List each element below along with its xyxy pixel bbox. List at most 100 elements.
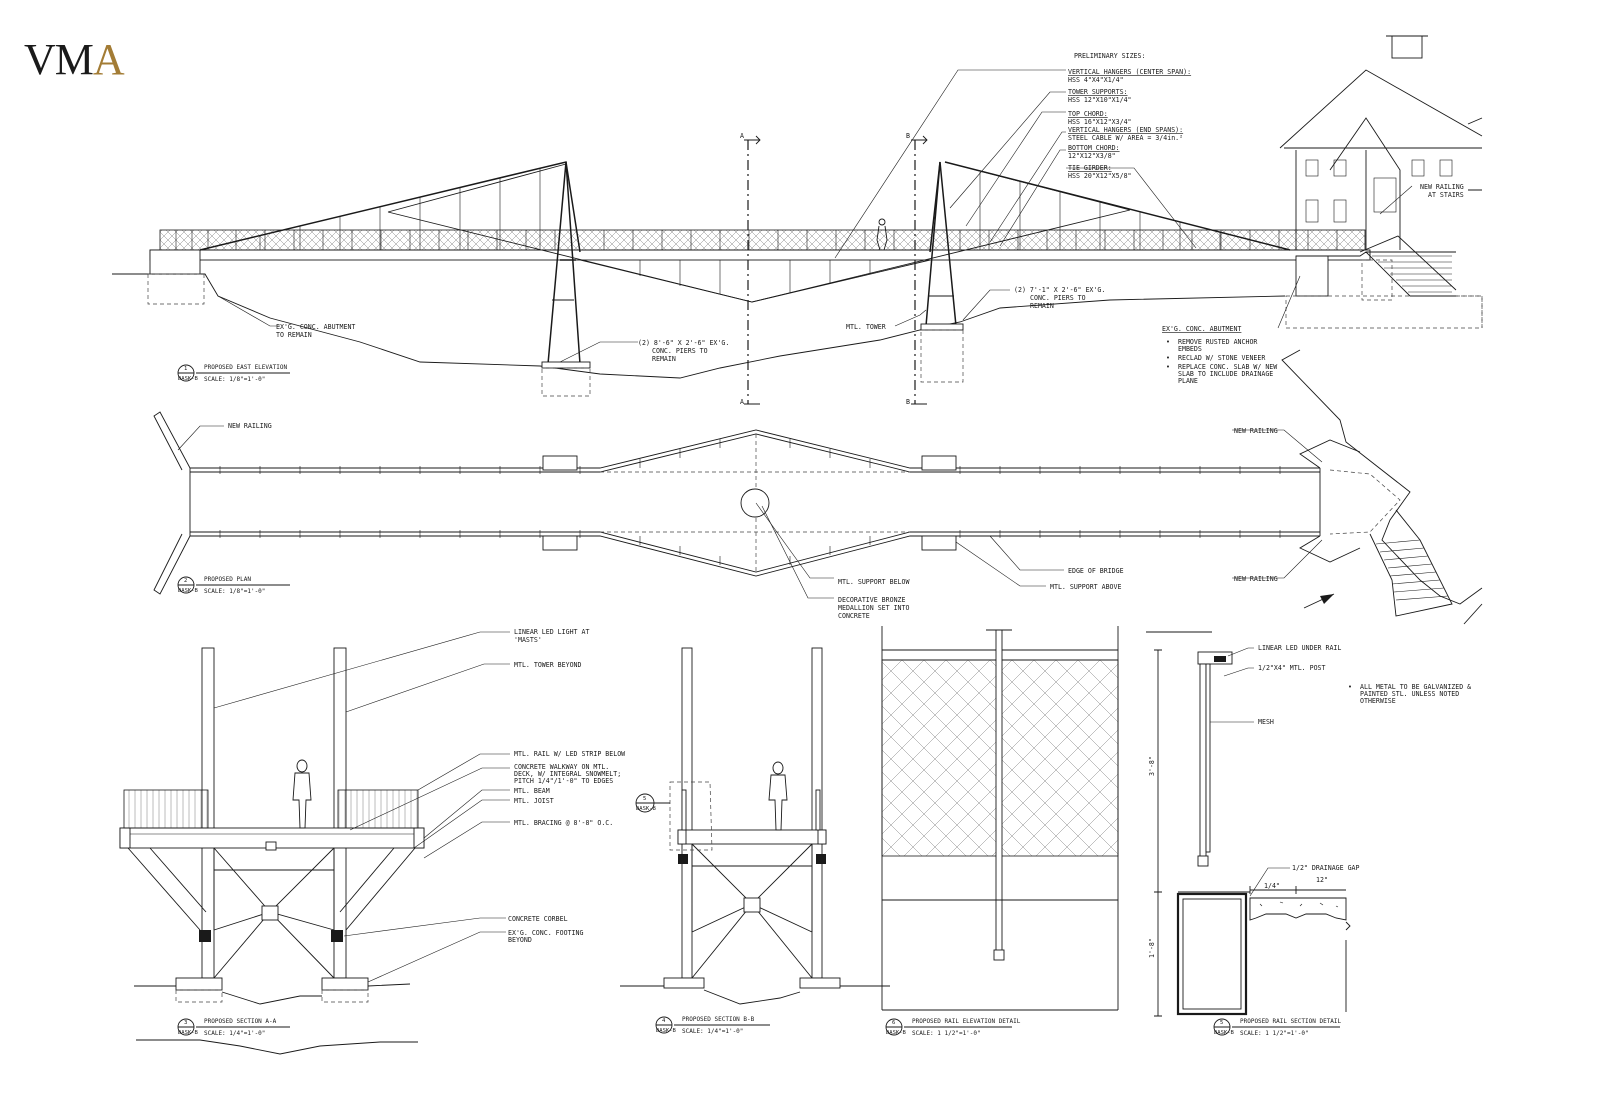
spec-vertical-hangers-end: STEEL CABLE W/ AREA = 3/4in.² (1068, 134, 1183, 142)
footing-left (175, 977, 223, 991)
logo-accent-letter: A (92, 35, 125, 84)
label-plan-railing-bottom: NEW RAILING (1234, 575, 1278, 583)
callout-tag-sheet: DASK-B (636, 806, 657, 812)
label-mtl-post: 1/2"X4" MTL. POST (1258, 664, 1326, 672)
title-block-4: 4 DASK-B PROPOSED SECTION B-B SCALE: 1/4… (655, 1016, 770, 1035)
label-plan-railing-left: NEW RAILING (228, 422, 272, 430)
svg-text:•: • (1166, 354, 1170, 362)
section-a-rail-left (123, 789, 209, 829)
label-drainage-gap: 1/2" DRAINAGE GAP (1292, 864, 1360, 872)
spec-head-vertical-hangers-center: VERTICAL HANGERS (CENTER SPAN): (1068, 68, 1191, 76)
note-slab-drainage: SLAB TO INCLUDE DRAINAGE (1178, 370, 1273, 378)
title-block-5: 5 DASK-B PROPOSED RAIL SECTION DETAIL SC… (1213, 1018, 1342, 1037)
scale-figure-section-b (768, 761, 788, 831)
title-block-2: 2 DASK-B PROPOSED PLAN SCALE: 1/8"=1'-0" (177, 576, 290, 595)
spec-top-chord: HSS 16"X12"X3/4" (1068, 118, 1132, 126)
concrete-slab-section (1249, 897, 1347, 921)
scale-figure-section-a (292, 759, 312, 829)
label-medallion-3: CONCRETE (838, 612, 870, 620)
support-pad-br (921, 535, 957, 551)
title-block-1: 1 DASK-B PROPOSED EAST ELEVATION SCALE: … (177, 364, 290, 383)
spec-head-tie-girder: TIE GIRDER: (1068, 164, 1112, 172)
note-reclad: RECLAD W/ STONE VENEER (1178, 354, 1265, 362)
label-support-above: MTL. SUPPORT ABOVE (1050, 583, 1121, 591)
plan-left-railing-bottom (153, 533, 191, 595)
label-edge-of-bridge: EDGE OF BRIDGE (1068, 567, 1124, 575)
rail-section-detail-view: 3'-8" 1'-8" 1/4" 12" LINEAR LED UNDER RA… (1146, 631, 1471, 1037)
corbel-right (331, 930, 343, 942)
title-2-number: 2 (184, 578, 187, 584)
title-block-3: 3 DASK-B PROPOSED SECTION A-A SCALE: 1/4… (177, 1018, 290, 1037)
scale-figure-elevation (876, 218, 888, 251)
title-5-scale: SCALE: 1 1/2"=1'-0" (1240, 1030, 1309, 1037)
general-note: • ALL METAL TO BE GALVANIZED & PAINTED S… (1348, 683, 1471, 705)
label-walkway-1: CONCRETE WALKWAY ON MTL. (514, 763, 609, 771)
label-abutment-right: EX'G. CONC. ABUTMENT (1162, 325, 1241, 333)
section-marker-b-top: B (906, 132, 910, 140)
label-piers-right-2: CONC. PIERS TO (1030, 294, 1086, 302)
title-5-number: 5 (1220, 1020, 1223, 1026)
label-footing-1: EX'G. CONC. FOOTING (508, 929, 583, 937)
plan-view: NEW RAILING NEW RAILING NEW RAILING MTL.… (153, 349, 1483, 625)
tower-right (925, 161, 957, 327)
spec-vertical-hangers-center: HSS 4"X4"X1/4" (1068, 76, 1124, 84)
title-block-6: 6 DASK-B PROPOSED RAIL ELEVATION DETAIL … (885, 1018, 1021, 1037)
plan-edge-top (190, 429, 1320, 469)
north-arrow-icon (1303, 593, 1335, 609)
label-mtl-beam: MTL. BEAM (514, 787, 550, 795)
label-mtl-bracing: MTL. BRACING @ 8'-8" O.C. (514, 819, 613, 827)
title-1-sheet: DASK-B (178, 376, 199, 382)
label-walkway-3: PITCH 1/4"/1'-0" TO EDGES (514, 777, 613, 785)
title-1-number: 1 (184, 366, 187, 372)
logo-text: VM (24, 35, 94, 84)
label-abutment-left-2: TO REMAIN (276, 331, 312, 339)
title-4-number: 4 (662, 1018, 666, 1024)
label-concrete-corbel: CONCRETE CORBEL (508, 915, 568, 923)
title-4-name: PROPOSED SECTION B-B (682, 1016, 755, 1023)
title-3-number: 3 (184, 1020, 187, 1026)
detail-callout-tag: 5 DASK-B (635, 793, 670, 813)
pier-left (541, 361, 591, 369)
title-5-name: PROPOSED RAIL SECTION DETAIL (1240, 1018, 1342, 1025)
label-mtl-tower: MTL. TOWER (846, 323, 886, 331)
spec-bottom-chord: 12"X12"X3/8" (1068, 152, 1116, 160)
label-piers-left-3: REMAIN (652, 355, 676, 363)
bottom-chord (579, 259, 931, 303)
note-galvanized-3: OTHERWISE (1360, 697, 1396, 705)
tie-girder-section (1176, 892, 1248, 1016)
title-2-scale: SCALE: 1/8"=1'-0" (204, 588, 265, 595)
footing-right (321, 977, 369, 991)
ground-profile (112, 273, 1286, 379)
support-pad-tr (921, 455, 957, 471)
detail-callout-box (669, 781, 713, 851)
title-3-scale: SCALE: 1/4"=1'-0" (204, 1030, 265, 1037)
pier-right (920, 323, 964, 331)
note-replace-slab: REPLACE CONC. SLAB W/ NEW (1178, 363, 1277, 371)
bridge-deck (149, 249, 1371, 261)
bronze-medallion (740, 488, 770, 518)
title-6-number: 6 (892, 1020, 895, 1026)
firm-logo: VMA (24, 35, 125, 84)
existing-building (1279, 35, 1483, 328)
dim-vertical-top: 3'-8" (1148, 756, 1156, 776)
label-piers-left-2: CONC. PIERS TO (652, 347, 708, 355)
label-abutment-left-1: EX'G. CONC. ABUTMENT (276, 323, 355, 331)
label-led-light-2: 'MASTS' (514, 636, 542, 644)
title-1-scale: SCALE: 1/8"=1'-0" (204, 376, 265, 383)
title-5-sheet: DASK-B (1214, 1030, 1235, 1036)
label-mesh: MESH (1258, 718, 1274, 726)
label-piers-left-1: (2) 8'-6" X 2'-6" EX'G. (638, 339, 729, 347)
label-mtl-joist: MTL. JOIST (514, 797, 554, 805)
corbel-left (199, 930, 211, 942)
dim-quarter-inch: 1/4" (1264, 882, 1280, 890)
title-6-sheet: DASK-B (886, 1030, 907, 1036)
east-elevation-view: A A B B (112, 35, 1483, 406)
label-tower-beyond: MTL. TOWER BEYOND (514, 661, 582, 669)
title-2-name: PROPOSED PLAN (204, 576, 251, 583)
label-led-under-rail: LINEAR LED UNDER RAIL (1258, 644, 1341, 652)
rail-post-section (1199, 663, 1207, 861)
svg-text:•: • (1166, 338, 1170, 346)
callout-tag-number: 5 (643, 796, 646, 802)
title-6-name: PROPOSED RAIL ELEVATION DETAIL (912, 1018, 1021, 1025)
label-piers-right-3: REMAIN (1030, 302, 1054, 310)
